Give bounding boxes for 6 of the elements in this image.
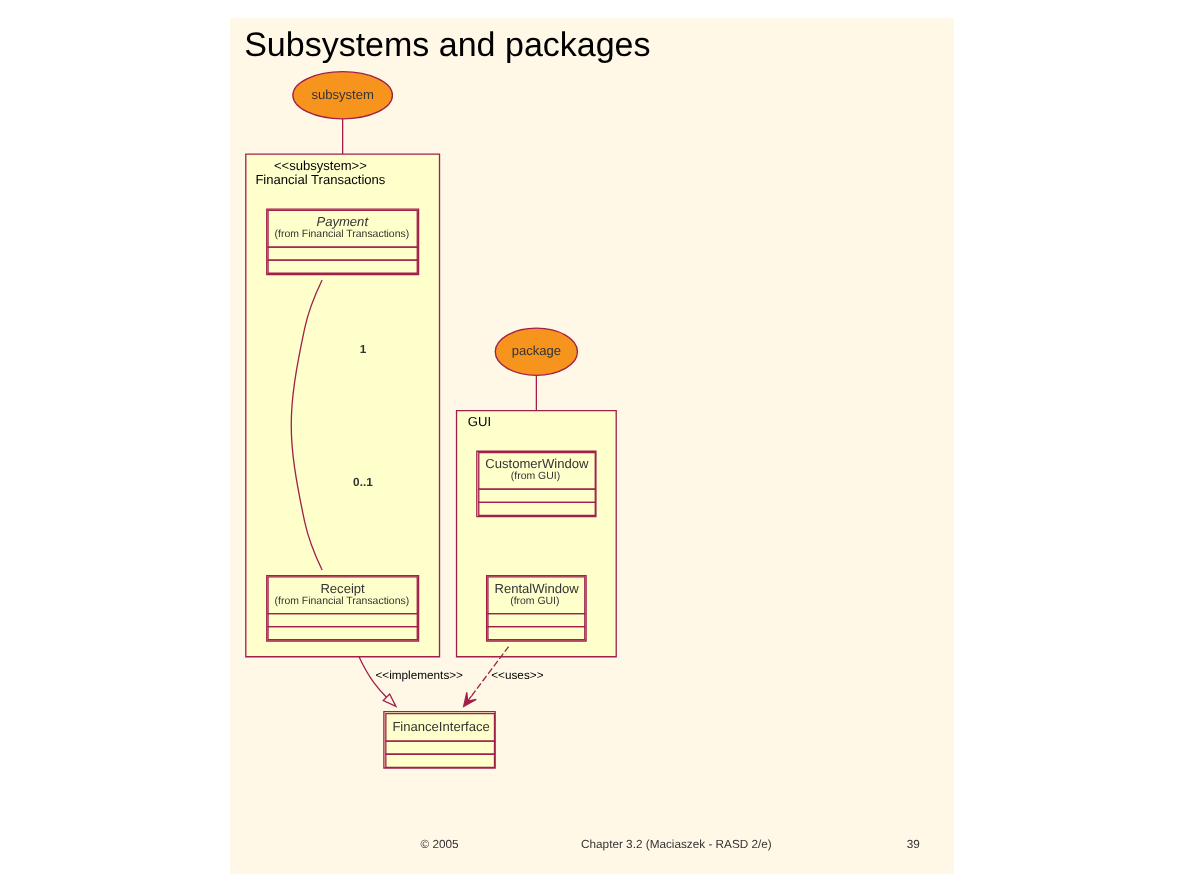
connector — [289, 278, 322, 570]
arrow — [462, 644, 509, 707]
connector — [341, 117, 343, 154]
arrow — [357, 655, 397, 707]
connector — [534, 374, 537, 411]
diagram-title: Subsystems and packages — [243, 24, 650, 63]
